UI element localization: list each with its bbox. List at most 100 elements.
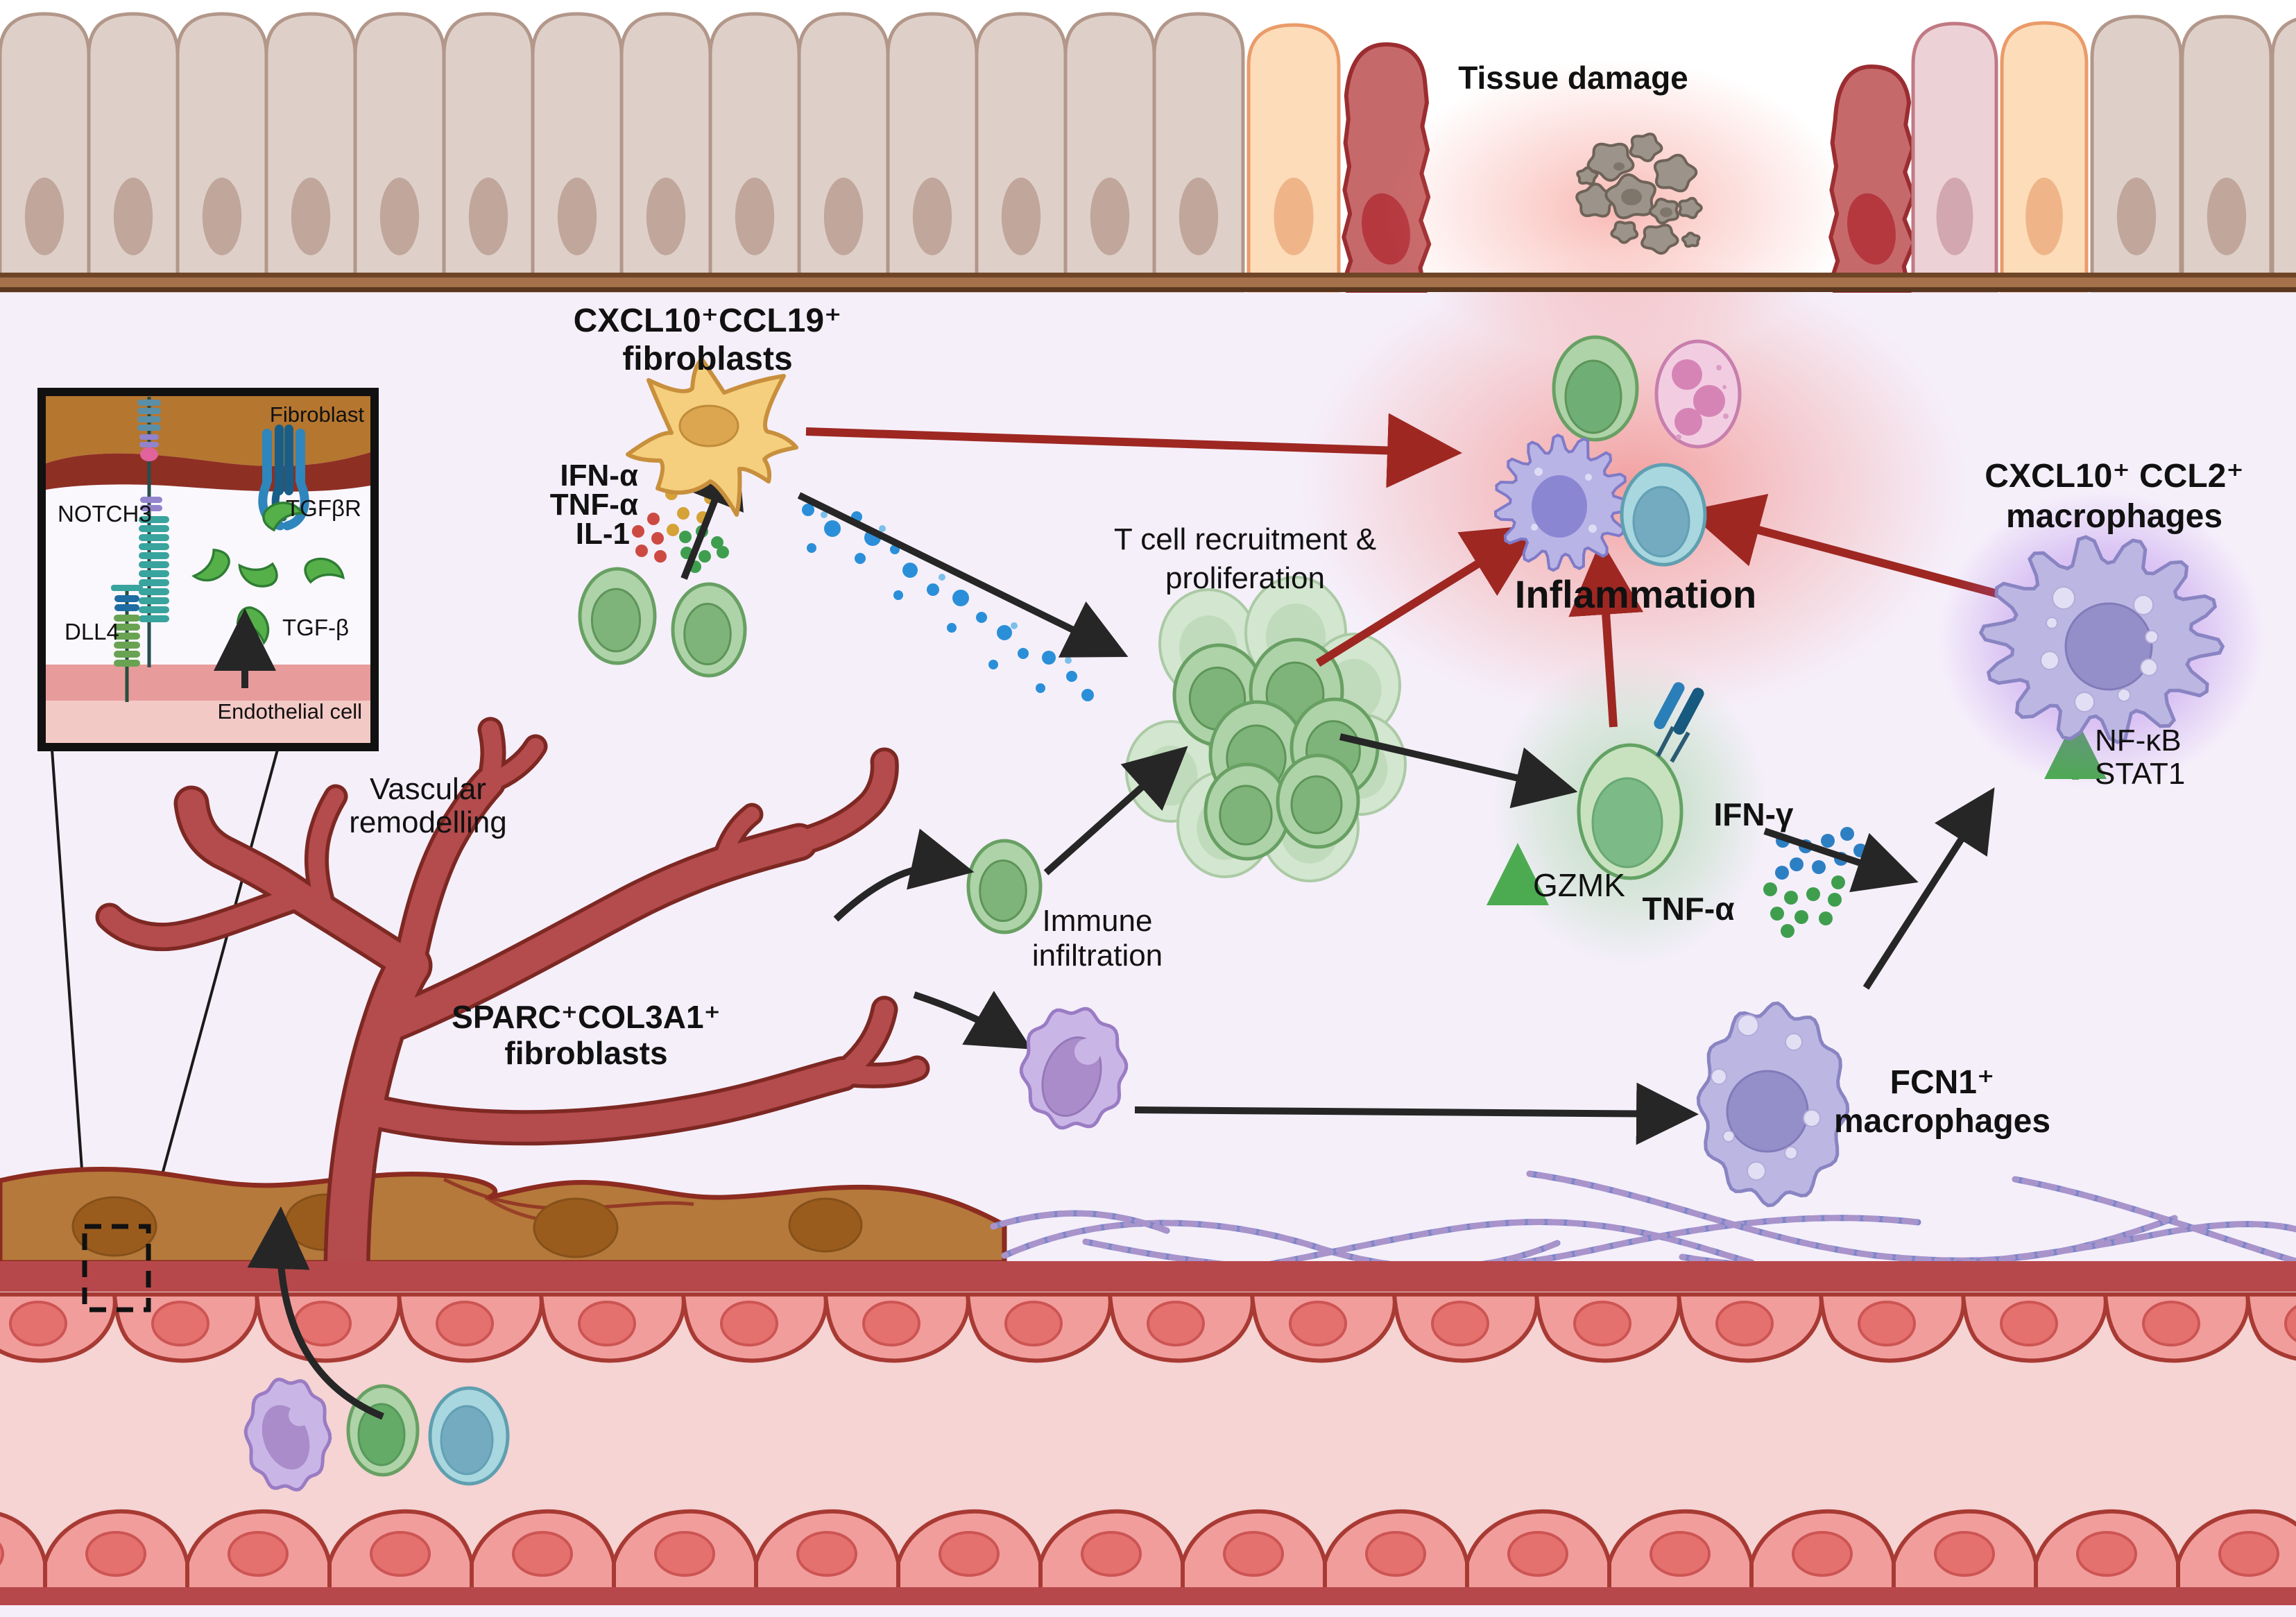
inflammation-blue-cell-nucleus — [1632, 486, 1690, 558]
arrow-macrophage-to-inflammation — [1686, 493, 1999, 598]
endothelial-nucleus — [1858, 1301, 1916, 1346]
endothelial-nucleus — [0, 1542, 4, 1566]
t-cluster-nucleus — [1219, 785, 1273, 846]
vesicle — [1747, 1161, 1766, 1181]
fibroblast-nucleus — [788, 1197, 863, 1253]
vesicle — [2145, 630, 2159, 644]
tnf-alpha-dot — [679, 531, 692, 543]
ifn-gamma-dot — [1853, 844, 1867, 857]
gzmk-t-cell-nucleus — [1591, 777, 1663, 869]
lymphocyte-nucleus — [357, 1403, 406, 1466]
notch3-egf-stack — [139, 543, 169, 550]
stat1-label: STAT1 — [2095, 757, 2185, 791]
epithelial-cell — [353, 12, 446, 293]
vessel-branch — [789, 751, 896, 853]
inset-leader-line-right — [146, 749, 279, 1229]
endothelial-nucleus — [1650, 1531, 1711, 1577]
epithelial-nucleus — [468, 178, 508, 255]
arrow-cluster-to-gzmk-cell — [1339, 733, 1578, 809]
dll4-disc — [114, 651, 140, 658]
collagen-strand — [990, 1210, 1170, 1234]
endothelial-nucleus — [796, 1531, 857, 1577]
gzmk-label: GZMK — [1533, 867, 1625, 903]
inset-frame — [37, 388, 379, 751]
endothelial-nucleus — [1573, 1301, 1631, 1346]
vascular-label-line1: Vascular — [370, 772, 486, 806]
arrow-monocyte-to-fcn1 — [1134, 1082, 1699, 1145]
tgfb-ligand-icon — [262, 502, 305, 532]
tnf-alpha-dot — [1794, 910, 1808, 924]
chemokine-dot — [1066, 671, 1077, 682]
labels: Tissue damage CXCL10⁺CCL19⁺ fibroblasts … — [58, 60, 2244, 1140]
endothelial-nucleus — [1792, 1531, 1853, 1577]
cxcl10-ccl2-label-line2: macrophages — [2006, 498, 2222, 535]
fcn1-label-line2: macrophages — [1834, 1103, 2050, 1140]
epithelial-cell — [797, 12, 890, 293]
epithelial-nucleus — [1936, 178, 1973, 255]
neutrophil-granule — [1723, 413, 1729, 419]
nfkb-label: NF-κB — [2095, 724, 2182, 758]
chemokine-dot — [802, 504, 814, 516]
endothelial-nucleus — [2000, 1301, 2058, 1346]
tgfbr-bar — [284, 425, 293, 495]
arrow-infiltration-to-cluster — [1043, 746, 1188, 875]
arrow-fibroblast-secretion — [797, 492, 1129, 658]
tnf-alpha-label: TNF-α — [550, 488, 638, 522]
epithelial-nucleus — [823, 178, 864, 255]
debris-blob — [1576, 166, 1599, 186]
blue-cell-nucleus — [440, 1405, 494, 1475]
notch-tgf-inset — [37, 388, 379, 751]
tcr-receptor-icon — [1673, 687, 1704, 735]
tnf-alpha-dot — [1784, 891, 1798, 905]
ifn-alpha-dot — [654, 550, 667, 563]
inset-tgfbr-label: TGFβR — [286, 495, 361, 521]
epithelial-cell — [1152, 12, 1245, 293]
inflammation-label: Inflammation — [1515, 572, 1756, 616]
vesicle — [1803, 1109, 1821, 1127]
chemokine-dot — [997, 625, 1012, 640]
tgfb-ligand-icon — [304, 557, 345, 584]
debris-core — [1613, 162, 1625, 171]
endothelial-nucleus — [1365, 1531, 1426, 1577]
epithelial-cell — [264, 12, 357, 293]
epithelial-cell — [1063, 12, 1156, 293]
epithelial-cell — [2090, 15, 2183, 293]
arrow-tcells-to-inflammation — [1315, 524, 1541, 667]
chemokine-dot — [824, 520, 841, 537]
notch3-ecd-disc — [139, 434, 159, 440]
notch3-egf-stack — [139, 525, 169, 532]
ifn-gamma-dot — [1840, 827, 1854, 841]
ifn-gamma-dot — [1821, 834, 1835, 848]
tnf-alpha-dot — [1781, 924, 1794, 938]
epithelium-layer — [0, 12, 2296, 293]
vessel-wall-top — [0, 1261, 2296, 1293]
collagen-strand — [2012, 1176, 2296, 1265]
epithelial-nucleus — [735, 178, 775, 255]
sparc-label-line1: SPARC⁺COL3A1⁺ — [452, 999, 721, 1035]
vessel-branch — [714, 807, 760, 875]
notch3-ecd-disc — [137, 400, 161, 406]
chemokine-dot — [927, 583, 939, 596]
arrow-vessel-to-lymphocyte — [833, 828, 975, 922]
arrow-vessel-to-monocyte — [913, 991, 1032, 1050]
endothelial-nucleus — [9, 1301, 67, 1346]
vessel-branch — [373, 827, 814, 1041]
vesicle — [1784, 1146, 1798, 1160]
debris-core — [1660, 207, 1672, 217]
epithelial-cell — [2180, 15, 2273, 293]
tcell-label-line1: T cell recruitment & — [1114, 522, 1376, 556]
fibroblast-nucleus — [533, 1197, 619, 1258]
vesicle — [1711, 1068, 1727, 1085]
epithelial-cell — [2270, 17, 2296, 293]
dll4-disc — [114, 595, 139, 602]
vessel-branch — [481, 738, 544, 791]
epithelial-cell — [886, 12, 979, 293]
epithelial-nucleus — [557, 178, 597, 255]
endothelial-nucleus — [720, 1301, 778, 1346]
epithelial-nucleus — [646, 178, 686, 255]
dendritic-vesicle — [1585, 474, 1592, 481]
notch3-lnr-disc — [140, 505, 162, 511]
epithelial-cell — [175, 12, 268, 293]
endothelial-nucleus — [862, 1301, 920, 1346]
inflammation-lymphocyte-nucleus — [1564, 359, 1622, 434]
